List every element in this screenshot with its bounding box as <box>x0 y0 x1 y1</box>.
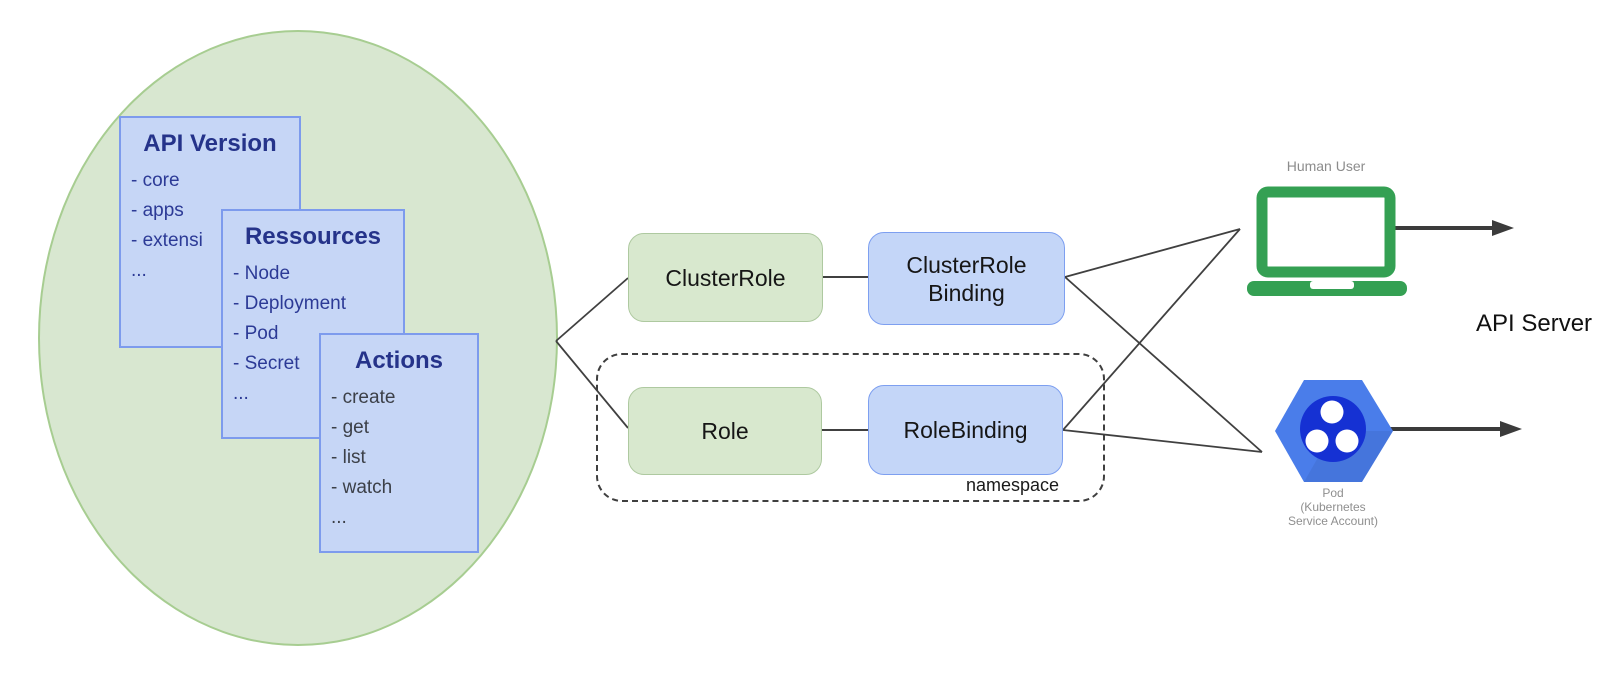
card-item: - Pod <box>233 323 279 344</box>
card-item: - extensi <box>131 230 203 251</box>
card-item: - watch <box>331 477 393 498</box>
card-actions: Actions - create - get - list - watch ..… <box>319 333 479 553</box>
namespace-container: namespace <box>596 353 1105 502</box>
arrow-right-icon <box>1492 220 1514 236</box>
line-rolebinding-to-humanuser <box>1062 228 1241 431</box>
card-item: - Secret <box>233 353 300 374</box>
line-ellipse-to-clusterrole <box>555 277 629 342</box>
card-item: - create <box>331 387 396 408</box>
namespace-label: namespace <box>965 475 1059 495</box>
clusterrole-box: ClusterRole <box>628 233 823 322</box>
laptop-icon <box>1247 186 1407 296</box>
line-clusterrolebinding-to-humanuser <box>1064 228 1241 278</box>
card-ressources-title: Ressources <box>244 223 382 250</box>
card-item: - core <box>131 170 180 191</box>
card-item: ... <box>233 383 249 404</box>
card-actions-title: Actions <box>354 347 443 374</box>
arrow-right-icon <box>1500 421 1522 437</box>
api-server-label: API Server <box>1476 310 1593 337</box>
clusterrole-label: ClusterRole <box>665 264 786 291</box>
clusterrolebinding-box: ClusterRole Binding <box>868 232 1065 325</box>
clusterrolebinding-label-line2: Binding <box>928 279 1005 306</box>
card-item: - Node <box>233 263 291 284</box>
rolebinding-label: RoleBinding <box>903 417 1028 443</box>
rolebinding-box: RoleBinding <box>868 385 1063 475</box>
card-item: - apps <box>131 200 184 221</box>
arrow-humanuser-to-apiserver <box>1394 220 1514 236</box>
arrow-pod-to-apiserver <box>1388 421 1522 437</box>
clusterrolebinding-label-line1: ClusterRole <box>906 251 1027 278</box>
pod-label: Pod (Kubernetes Service Account) <box>1260 486 1406 528</box>
line-ellipse-to-role <box>555 340 629 429</box>
card-item: - list <box>331 447 366 468</box>
pod-label-line2: (Kubernetes <box>1300 500 1366 514</box>
role-label: Role <box>701 418 749 444</box>
pod-label-line1: Pod <box>1322 486 1344 500</box>
pod-label-line3: Service Account) <box>1287 514 1379 528</box>
card-item: - Deployment <box>233 293 346 314</box>
card-item: ... <box>331 507 347 528</box>
card-api-version-title: API Version <box>143 130 277 157</box>
line-clusterrolebinding-to-pod <box>1064 276 1263 453</box>
pod-hexagon-icon <box>1275 380 1393 482</box>
card-item: ... <box>131 260 147 281</box>
card-item: - get <box>331 417 370 438</box>
role-box: Role <box>628 387 822 475</box>
line-rolebinding-to-pod <box>1062 429 1263 453</box>
human-user-label: Human User <box>1286 158 1366 174</box>
